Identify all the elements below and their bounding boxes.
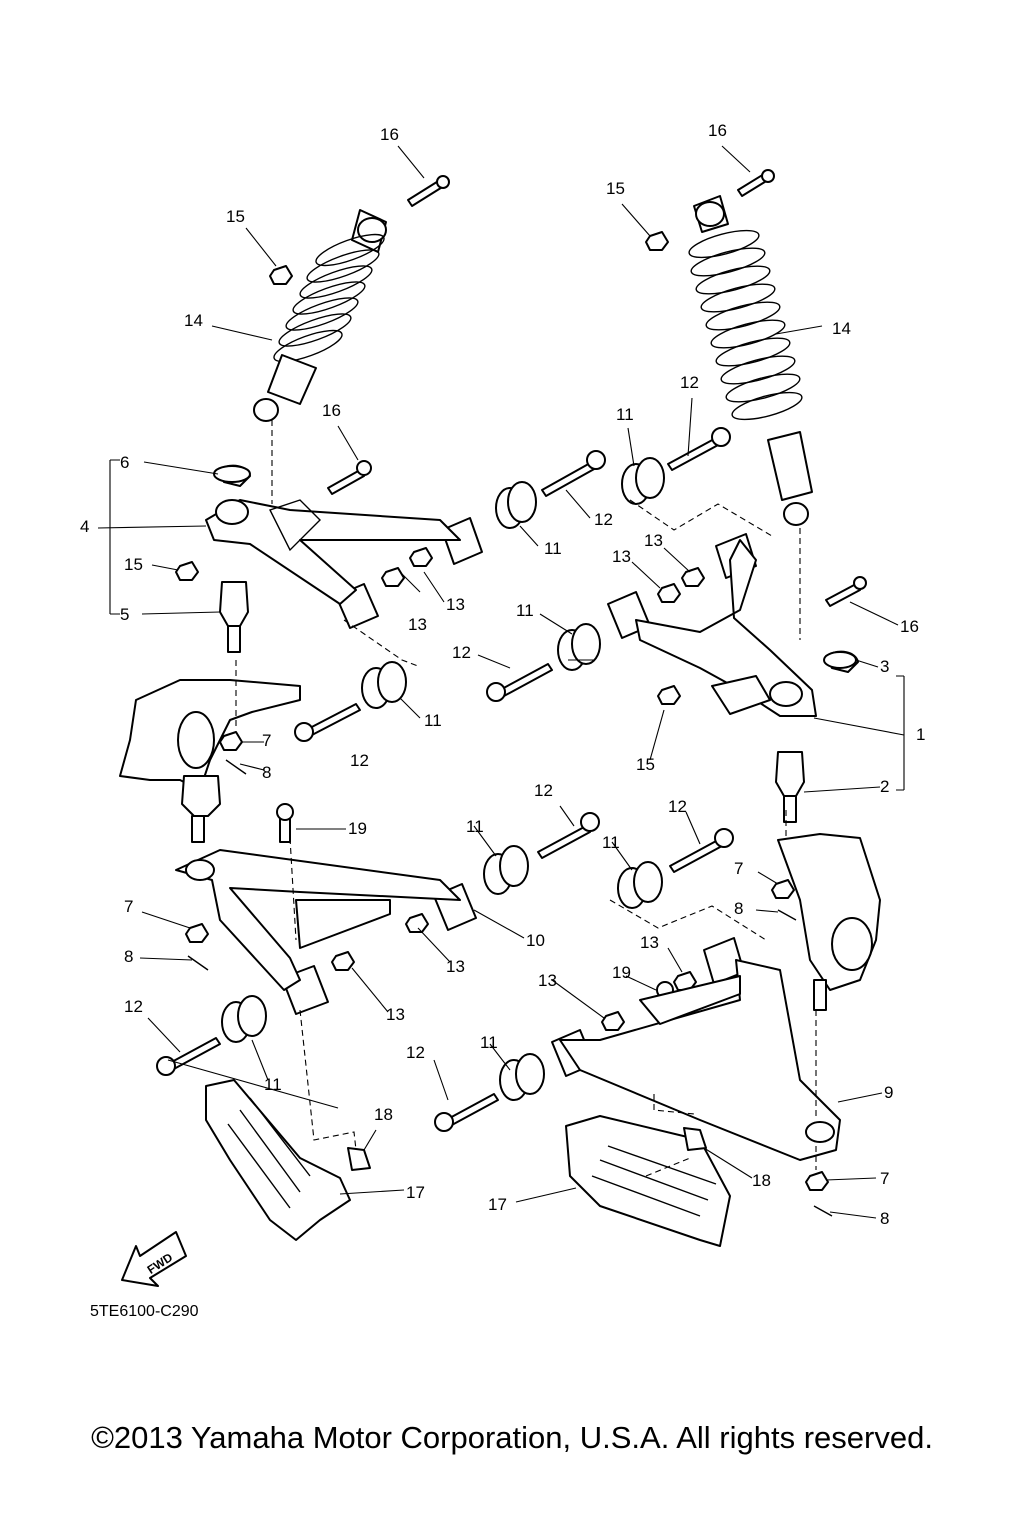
callout-5: 15 [606, 179, 625, 198]
callout-45: 19 [612, 963, 631, 982]
callout-37: 8 [734, 899, 743, 918]
alignment-lines [109, 420, 905, 1177]
forward-direction-arrow: FWD [121, 1231, 187, 1287]
callout-41: 8 [124, 947, 133, 966]
callout-27: 15 [636, 755, 655, 774]
callout-4: 16 [708, 121, 727, 140]
upper-arm-right [635, 539, 859, 823]
callout-10: 6 [120, 453, 129, 472]
callout-11: 4 [80, 517, 89, 536]
callout-52: 17 [406, 1183, 425, 1202]
callout-21: 12 [452, 643, 471, 662]
callout-6: 14 [832, 319, 851, 338]
callout-53: 18 [752, 1171, 771, 1190]
diagram-code: 5TE6100-C290 [90, 1303, 199, 1320]
steering-knuckle-left [119, 679, 301, 843]
callout-42: 13 [640, 933, 659, 952]
callout-51: 18 [374, 1105, 393, 1124]
right-shock-absorber [688, 195, 813, 526]
callout-31: 12 [534, 781, 553, 800]
callout-29: 7 [262, 731, 271, 750]
callout-2: 15 [226, 207, 245, 226]
bolts [156, 169, 867, 1132]
nuts [175, 231, 829, 1191]
callout-1: 16 [380, 125, 399, 144]
callout-39: 13 [446, 957, 465, 976]
callout-labels: 16 15 14 16 15 14 12 11 16 6 4 15 5 12 1… [80, 121, 925, 1228]
callout-9: 16 [322, 401, 341, 420]
leader-lines [97, 145, 905, 1219]
lower-arm-guards [205, 1079, 731, 1247]
callout-23: 12 [350, 751, 369, 770]
callout-33: 11 [466, 817, 484, 836]
callout-14: 12 [594, 510, 613, 529]
callout-17: 13 [644, 531, 663, 550]
callout-13: 5 [120, 605, 129, 624]
callout-35: 11 [602, 833, 620, 852]
callout-28: 2 [880, 777, 889, 796]
callout-18: 13 [446, 595, 465, 614]
callout-49: 12 [406, 1043, 425, 1062]
callout-26: 1 [916, 725, 925, 744]
callout-32: 19 [348, 819, 367, 838]
callout-36: 7 [734, 859, 743, 878]
callout-16: 13 [612, 547, 631, 566]
callout-19: 13 [408, 615, 427, 634]
left-shock-absorber [253, 209, 387, 422]
circlips-and-pins [187, 465, 857, 1217]
callout-48: 11 [480, 1033, 498, 1052]
steering-knuckle-right [777, 833, 881, 1011]
callout-56: 8 [880, 1209, 889, 1228]
lower-arm-right [559, 959, 841, 1161]
callout-34: 12 [668, 797, 687, 816]
callout-12: 15 [124, 555, 143, 574]
callout-50: 9 [884, 1083, 893, 1102]
callout-30: 8 [262, 763, 271, 782]
callout-7: 12 [680, 373, 699, 392]
callout-54: 17 [488, 1195, 507, 1214]
callout-24: 16 [900, 617, 919, 636]
callout-25: 3 [880, 657, 889, 676]
callout-3: 14 [184, 311, 203, 330]
callout-47: 11 [264, 1075, 282, 1094]
callout-22: 11 [424, 711, 442, 730]
lower-arm-left [175, 849, 461, 991]
callout-55: 7 [880, 1169, 889, 1188]
callout-44: 13 [538, 971, 557, 990]
callout-38: 10 [526, 931, 545, 950]
callout-20: 11 [516, 601, 534, 620]
callout-15: 11 [544, 539, 562, 558]
callout-40: 7 [124, 897, 133, 916]
callout-46: 12 [124, 997, 143, 1016]
callout-8: 11 [616, 405, 634, 424]
copyright-notice: ©2013 Yamaha Motor Corporation, U.S.A. A… [91, 1420, 933, 1455]
callout-43: 13 [386, 1005, 405, 1024]
